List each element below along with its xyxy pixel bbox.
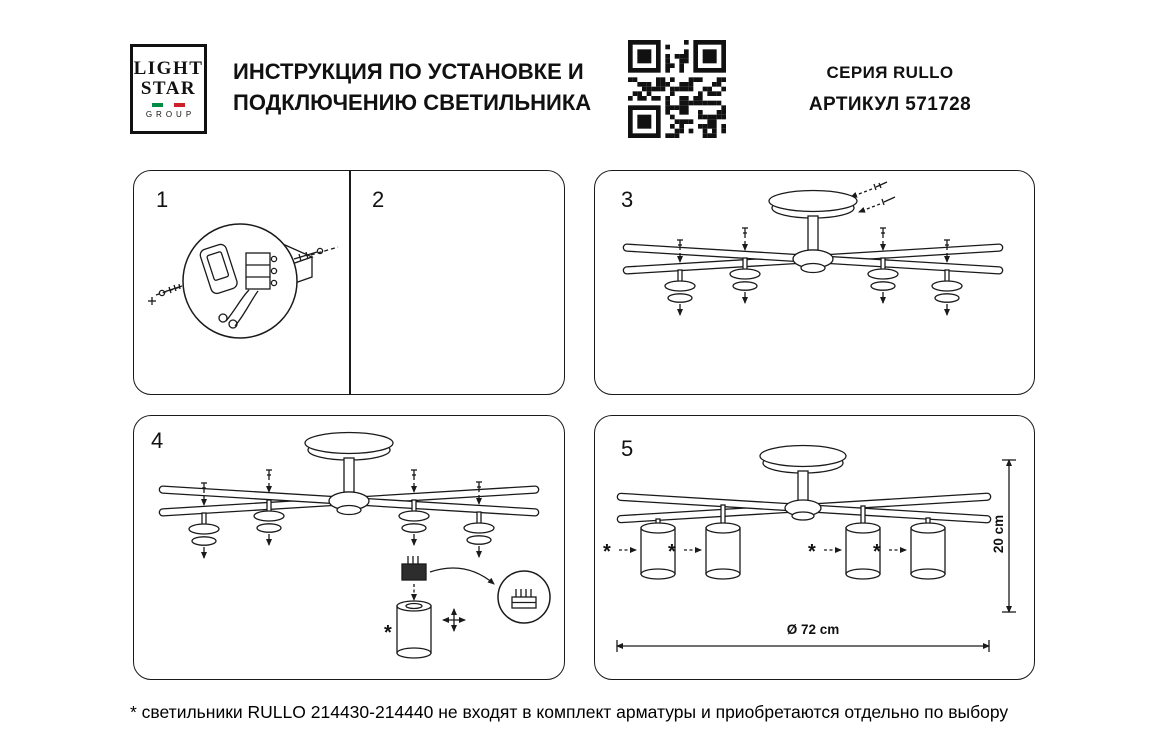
- series-label: СЕРИЯ RULLO: [826, 63, 954, 82]
- assembled-lamp-diagram: [616, 444, 1016, 652]
- asterisk-marker: *: [873, 541, 881, 563]
- panel-steps-1-2: 1 2: [133, 170, 565, 395]
- qr-code-icon: [628, 40, 726, 138]
- article-label: АРТИКУЛ 571728: [808, 94, 972, 115]
- callout-arrow: [429, 567, 495, 585]
- panel-step-3: 3: [594, 170, 1035, 395]
- cylinder-shade: [910, 522, 946, 580]
- connector-detail-callout: [497, 570, 551, 624]
- logo-text-light: LIGHT: [133, 57, 204, 79]
- logo-text-star: STAR: [140, 78, 197, 99]
- ceiling-mount-diagram: [622, 181, 1004, 393]
- cylinder-shade: [705, 522, 741, 580]
- panel-step-4: 4: [133, 415, 565, 680]
- terminal-block: [245, 252, 271, 290]
- canopy: [768, 189, 858, 219]
- step-5-number: 5: [621, 436, 634, 461]
- diameter-dimension-arrow: [616, 640, 990, 652]
- detail-circle: [182, 223, 298, 339]
- asterisk-marker: *: [384, 622, 392, 644]
- step-4-number: 4: [151, 428, 164, 453]
- connector-plug: [401, 556, 427, 581]
- panel-divider: [349, 171, 351, 394]
- shade-attach-diagram: [158, 431, 551, 659]
- asterisk-marker: *: [603, 541, 611, 563]
- page-title: ИНСТРУКЦИЯ ПО УСТАНОВКЕ И ПОДКЛЮЧЕНИЮ СВ…: [233, 56, 633, 118]
- move-cross-icon: [442, 608, 466, 632]
- wiring-diagram: [182, 223, 298, 339]
- italian-flag-icon: [151, 103, 186, 108]
- lightstar-logo: LIGHT STAR GROUP: [130, 44, 207, 134]
- panel-step-5: 5: [594, 415, 1035, 680]
- diameter-dimension-label: Ø 72 cm: [786, 622, 840, 637]
- product-info: СЕРИЯ RULLO АРТИКУЛ 571728: [780, 63, 1000, 116]
- step-3-number: 3: [621, 187, 634, 212]
- logo-text-group: GROUP: [145, 110, 196, 120]
- height-dimension-arrow: [1002, 459, 1016, 613]
- footnote: * светильники RULLO 214430-214440 не вхо…: [130, 702, 1009, 722]
- step-2-number: 2: [372, 187, 385, 212]
- asterisk-marker: *: [808, 541, 816, 563]
- height-dimension-label: 20 cm: [991, 514, 1006, 554]
- title-line-1: ИНСТРУКЦИЯ ПО УСТАНОВКЕ И: [233, 59, 584, 84]
- canopy: [304, 431, 394, 461]
- canopy: [759, 444, 847, 474]
- step-1-number: 1: [156, 187, 169, 212]
- asterisk-marker: *: [668, 541, 676, 563]
- cylinder-shade: [396, 600, 432, 659]
- title-line-2: ПОДКЛЮЧЕНИЮ СВЕТИЛЬНИКА: [233, 90, 592, 116]
